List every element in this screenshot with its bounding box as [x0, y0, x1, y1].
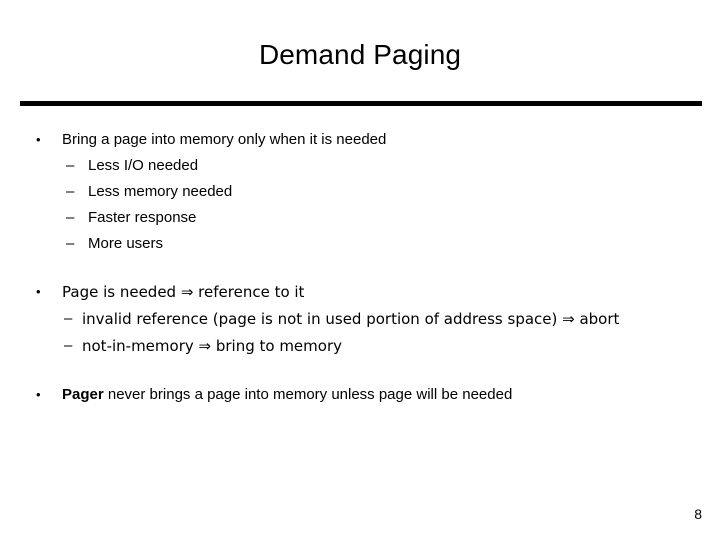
sub-bullet-text: Less memory needed: [88, 183, 233, 200]
bullet-text: never brings a page into memory unless p…: [103, 386, 513, 403]
bullet-item: • Page is needed ⇒ reference to it: [0, 279, 720, 306]
sub-bullet-item: – More users: [0, 231, 720, 257]
dash-icon: –: [66, 235, 75, 252]
bullet-text: Page is needed ⇒ reference to it: [62, 283, 305, 301]
sub-bullet-text: not-in-memory ⇒ bring to memory: [82, 337, 342, 355]
dash-icon: –: [64, 310, 73, 327]
sub-bullet-item: – Less I/O needed: [0, 153, 720, 179]
title-divider: [20, 101, 702, 106]
bullet-dot-icon: •: [36, 387, 41, 402]
slide-body: • Bring a page into memory only when it …: [0, 127, 720, 408]
bullet-item: • Pager never brings a page into memory …: [0, 382, 720, 408]
sub-bullet-item: – Faster response: [0, 205, 720, 231]
sub-bullet-text: Faster response: [88, 209, 197, 226]
sub-bullet-text: invalid reference (page is not in used p…: [82, 310, 620, 328]
bullet-dot-icon: •: [36, 284, 41, 299]
bullet-text: Bring a page into memory only when it is…: [62, 131, 387, 148]
page-title: Demand Paging: [258, 39, 462, 70]
page-number: 8: [694, 506, 702, 522]
sub-bullet-item: – invalid reference (page is not in used…: [0, 306, 720, 333]
dash-icon: –: [66, 183, 75, 200]
dash-icon: –: [66, 209, 75, 226]
sub-bullet-item: – Less memory needed: [0, 179, 720, 205]
bullet-group: • Bring a page into memory only when it …: [0, 127, 720, 257]
sub-bullet-text: More users: [88, 235, 164, 252]
sub-bullet-text: Less I/O needed: [88, 157, 199, 174]
bullet-text-emphasis: Pager: [62, 386, 104, 403]
dash-icon: –: [64, 337, 73, 354]
dash-icon: –: [66, 157, 75, 174]
bullet-group: • Page is needed ⇒ reference to it – inv…: [0, 279, 720, 360]
bullet-dot-icon: •: [36, 132, 41, 147]
bullet-group: • Pager never brings a page into memory …: [0, 382, 720, 408]
sub-bullet-item: – not-in-memory ⇒ bring to memory: [0, 333, 720, 360]
bullet-item: • Bring a page into memory only when it …: [0, 127, 720, 153]
